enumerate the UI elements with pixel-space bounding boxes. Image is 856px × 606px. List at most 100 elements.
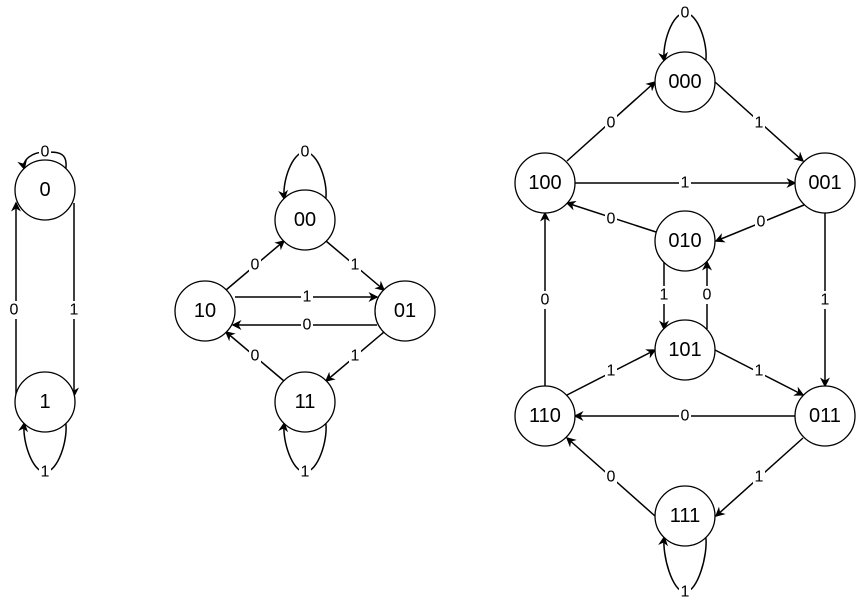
edge-label-background	[249, 256, 261, 274]
state-circle	[14, 371, 76, 433]
edge-110-to-101: 1	[566, 349, 657, 396]
edge-label: 0	[251, 348, 260, 365]
state-label: 100	[528, 172, 561, 194]
state-node-10: 10	[174, 280, 236, 342]
state-circle	[274, 189, 336, 251]
edge-110-to-100: 0	[539, 211, 551, 386]
edge-label-background	[755, 213, 767, 231]
edge-0-to-0: 0	[17, 143, 67, 171]
state-node-111: 111	[654, 485, 716, 547]
edge-100-to-001: 1	[575, 174, 797, 192]
edge-label-background	[68, 301, 80, 319]
edge-label: 0	[607, 115, 616, 132]
edge-label-background	[753, 114, 765, 132]
state-label: 1	[39, 391, 50, 413]
edge-label-background	[301, 316, 313, 334]
edge-101-to-011: 1	[714, 349, 805, 396]
edge-label-background	[605, 468, 617, 486]
edge-00-to-00: 0	[278, 143, 327, 201]
state-circle	[274, 371, 336, 433]
state-label: 00	[294, 209, 316, 231]
edge-label-background	[753, 468, 765, 486]
edge-001-to-011: 1	[819, 213, 831, 388]
state-circle	[654, 485, 716, 547]
edge-11-to-11: 1	[278, 421, 327, 481]
edge-label-background	[349, 347, 361, 365]
edge-label: 0	[251, 257, 260, 274]
edge-01-to-10: 0	[231, 316, 377, 334]
edge-label-background	[299, 463, 311, 481]
edge-11-to-10: 0	[224, 331, 285, 382]
edge-label-background	[701, 286, 713, 304]
state-label: 11	[295, 391, 316, 413]
edge-label: 1	[821, 292, 830, 309]
state-label: 010	[668, 230, 701, 252]
state-circle	[374, 280, 436, 342]
edge-10-to-01: 1	[235, 288, 379, 306]
edge-101-to-010: 0	[701, 260, 713, 329]
edge-111-to-111: 1	[658, 535, 707, 601]
edge-label-background	[605, 210, 617, 228]
edge-010-to-100: 0	[565, 200, 657, 233]
state-circle	[654, 51, 716, 113]
state-node-0: 0	[14, 159, 76, 221]
state-node-01: 01	[374, 280, 436, 342]
edge-label-background	[8, 301, 20, 319]
state-label: 0	[39, 179, 50, 201]
edge-label-background	[753, 362, 765, 380]
edge-label-background	[349, 256, 361, 274]
edge-label: 1	[41, 464, 50, 481]
state-node-100: 100	[514, 152, 576, 214]
state-label: 111	[670, 505, 700, 527]
edge-011-to-110: 0	[573, 407, 795, 425]
state-label: 011	[809, 405, 841, 427]
edge-label: 1	[660, 287, 669, 304]
edge-label: 1	[681, 584, 690, 601]
edge-label-background	[539, 291, 551, 309]
state-label: 101	[668, 339, 701, 361]
state-label: 110	[529, 405, 561, 427]
state-circle	[14, 159, 76, 221]
edge-label: 0	[301, 144, 310, 161]
state-circle	[514, 152, 576, 214]
state-circle	[174, 280, 236, 342]
state-circle	[794, 385, 856, 447]
edge-label: 0	[303, 317, 312, 334]
state-node-000: 000	[654, 51, 716, 113]
edge-label-background	[819, 291, 831, 309]
edge-label: 0	[607, 211, 616, 228]
edge-011-to-111: 1	[714, 437, 804, 518]
edge-1-to-0: 0	[8, 201, 21, 396]
edge-label-background	[679, 583, 691, 601]
edge-label: 0	[681, 5, 690, 22]
edge-label: 1	[303, 289, 312, 306]
state-circle	[654, 319, 716, 381]
edge-01-to-11: 1	[324, 331, 385, 382]
edge-label: 1	[755, 363, 764, 380]
graph-nodes-0: 01	[14, 159, 76, 433]
edge-100-to-000: 0	[566, 80, 657, 162]
edge-label-background	[39, 143, 51, 161]
edge-label: 1	[70, 302, 79, 319]
edge-label: 1	[607, 363, 616, 380]
state-node-010: 010	[654, 210, 716, 272]
state-circle	[514, 385, 576, 447]
edge-label-background	[679, 4, 691, 22]
edge-label-background	[301, 288, 313, 306]
edge-label-background	[605, 114, 617, 132]
state-circle	[794, 152, 856, 214]
edge-00-to-01: 1	[325, 240, 386, 291]
edge-label: 1	[301, 464, 310, 481]
edge-000-to-000: 0	[658, 4, 707, 63]
state-node-001: 001	[794, 152, 856, 214]
edge-001-to-010: 0	[714, 204, 805, 243]
edge-label: 0	[541, 292, 550, 309]
edge-label: 0	[10, 302, 19, 319]
